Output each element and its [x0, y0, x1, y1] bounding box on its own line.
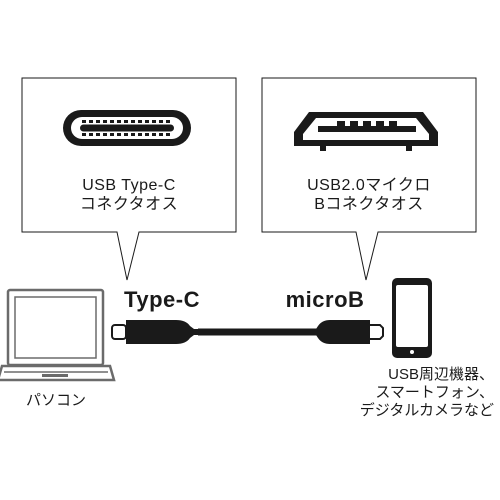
- peripheral-caption-line1: USB周辺機器、: [388, 366, 494, 383]
- peripheral-caption-line2: スマートフォン、: [375, 384, 494, 401]
- peripheral-caption-line3: デジタルカメラなど: [359, 402, 494, 419]
- micro-b-connector-icon: [294, 112, 438, 151]
- left-callout-line2: コネクタオス: [79, 196, 179, 214]
- usb-cable: [111, 320, 384, 344]
- pc-caption: パソコン: [25, 392, 86, 409]
- right-callout-line1: USB2.0マイクロ: [307, 177, 431, 194]
- type-c-label: Type-C: [124, 287, 200, 312]
- usb-type-c-connector-icon: [63, 110, 191, 146]
- micro-b-label: microB: [285, 287, 365, 312]
- peripheral-caption: USB周辺機器、 スマートフォン、 デジタルカメラなど: [330, 366, 494, 420]
- left-callout-text: USB Type-C コネクタオス: [22, 176, 236, 214]
- right-callout-text: USB2.0マイクロ Bコネクタオス: [262, 176, 476, 214]
- left-callout-line1: USB Type-C: [82, 177, 176, 194]
- laptop-icon: [0, 288, 116, 382]
- right-callout-line2: Bコネクタオス: [314, 196, 424, 214]
- smartphone-icon: [392, 278, 432, 358]
